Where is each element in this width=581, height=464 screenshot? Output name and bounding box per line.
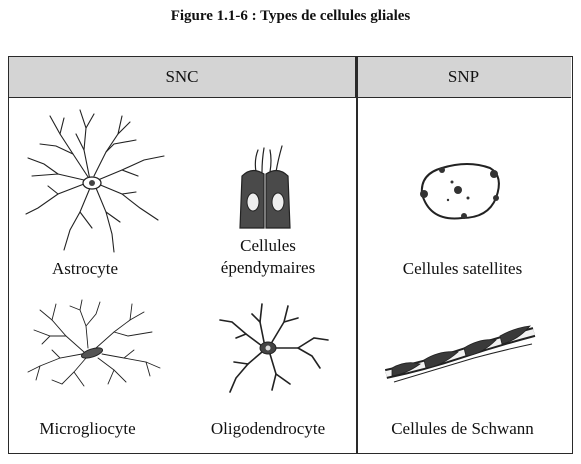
header-snp: SNP [356, 57, 571, 98]
label-microgliocyte: Microgliocyte [39, 419, 136, 438]
ependymal-cells-illustration [239, 145, 291, 229]
label-astrocyte: Astrocyte [51, 259, 119, 278]
glial-cell-table: SNC SNP [8, 56, 573, 454]
oligodendrocyte-illustration [219, 303, 329, 393]
microgliocyte-illustration [27, 299, 161, 387]
satellite-cell-illustration [420, 163, 500, 220]
label-satellite: Cellules satellites [402, 259, 523, 278]
column-divider [356, 57, 358, 453]
schwann-cells-illustration [384, 325, 536, 383]
label-schwann: Cellules de Schwann [391, 419, 534, 438]
label-ependymal-line2: épendymaires [220, 258, 316, 277]
label-oligodendrocyte: Oligodendrocyte [210, 419, 326, 438]
label-ependymal-line1: Cellules [240, 236, 296, 255]
astrocyte-illustration [25, 109, 165, 253]
header-snc: SNC [9, 57, 356, 98]
figure-title: Figure 1.1-6 : Types de cellules gliales [170, 8, 411, 24]
